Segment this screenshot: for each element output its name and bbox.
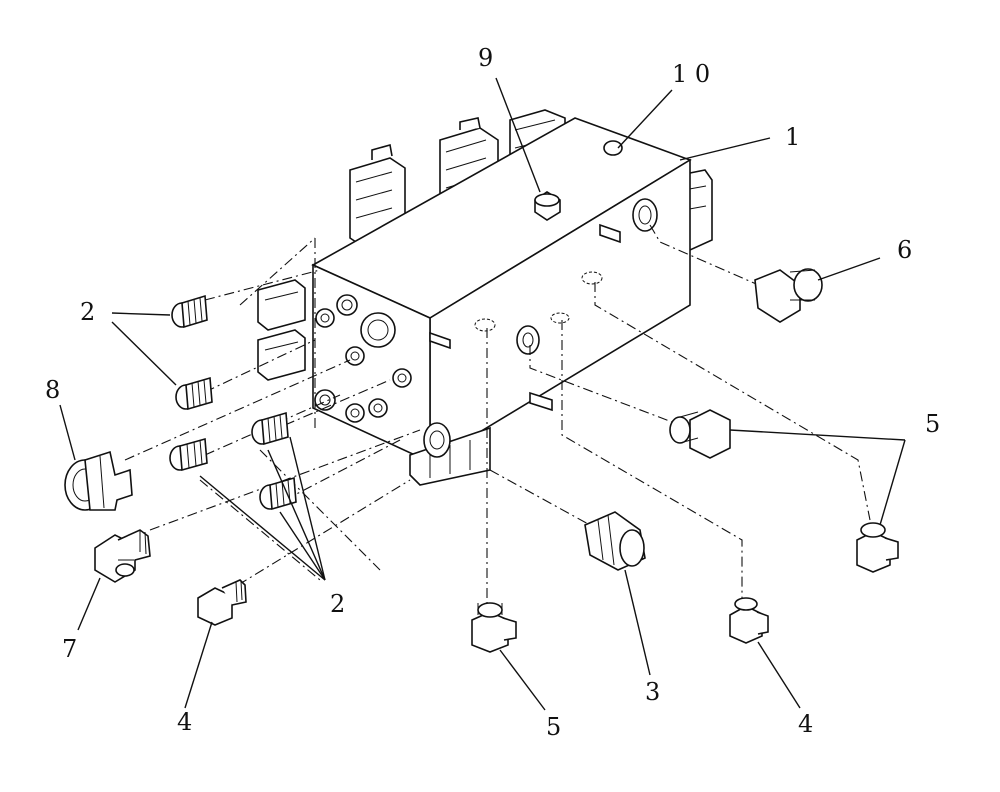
fitting-4-b [729, 597, 769, 644]
leader-lines [59, 77, 906, 711]
callout-1: 1 [785, 123, 800, 151]
callout-4-right: 4 [798, 710, 813, 738]
callout-3: 3 [645, 678, 660, 706]
callout-7: 7 [62, 635, 77, 663]
fitting-7 [94, 529, 151, 583]
callout-5-right: 5 [925, 410, 940, 438]
fitting-8 [64, 450, 133, 511]
fitting-5-a [471, 602, 517, 653]
callout-5-bottom: 5 [546, 713, 561, 741]
callout-4-left: 4 [177, 708, 192, 736]
fitting-2-b [175, 376, 213, 411]
fitting-2-a [171, 294, 208, 329]
callout-labels: 1 2 2 3 4 4 5 5 6 7 8 9 1 0 [45, 44, 940, 741]
callout-8: 8 [45, 376, 60, 404]
manifold-body [257, 117, 692, 486]
callout-2-top: 2 [80, 298, 95, 326]
callout-2-bottom: 2 [330, 590, 345, 618]
fitting-4-a [197, 579, 247, 626]
fitting-2-c [169, 437, 208, 472]
fitting-3 [584, 511, 646, 571]
fitting-5-c [669, 409, 731, 459]
fitting-5-b [856, 522, 899, 573]
callout-9: 9 [478, 44, 493, 72]
fitting-2-d [251, 411, 289, 446]
callout-6: 6 [897, 236, 912, 264]
callout-10: 1 0 [672, 60, 710, 88]
fitting-2-e [259, 476, 297, 511]
fittings [64, 268, 899, 653]
fitting-6 [754, 268, 823, 323]
